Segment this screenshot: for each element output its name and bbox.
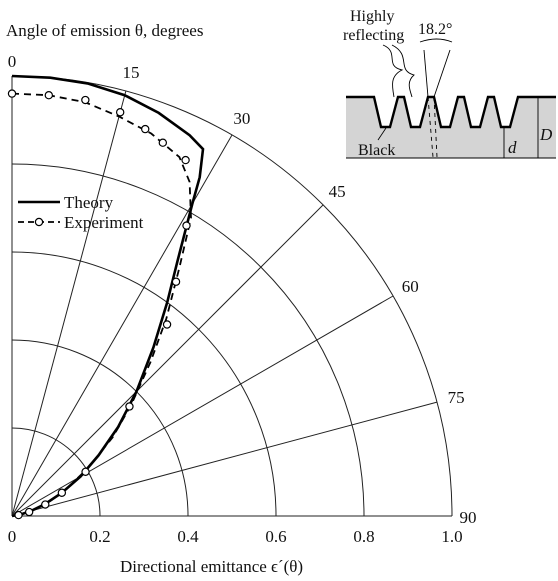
inset-angle-label: 18.2° (418, 21, 452, 38)
experiment-data-point (182, 221, 191, 230)
legend-experiment-marker (34, 217, 44, 227)
inset-angle-ray-left (423, 49, 429, 98)
series-line-experiment (11, 92, 192, 517)
inset-highly-label: Highly (350, 8, 394, 25)
legend: Theory Experiment (18, 193, 144, 232)
inset-D-label: D (539, 125, 553, 144)
inset-d-label: d (508, 138, 517, 157)
experiment-data-point (24, 507, 34, 517)
experiment-data-point (44, 91, 54, 100)
groove-inset: Highly reflecting 18.2° Black d D (343, 8, 556, 159)
experiment-data-point (57, 488, 67, 497)
angle-tick-label: 30 (233, 109, 250, 128)
angle-tick-label: 15 (123, 63, 140, 82)
inset-reflecting-label: reflecting (343, 27, 404, 44)
x-axis-label: Directional emittance ϵ´(θ) (120, 557, 303, 576)
inset-groove-profile (346, 95, 556, 129)
legend-experiment-label: Experiment (64, 213, 144, 232)
grid-spoke-4 (11, 295, 394, 517)
legend-theory-label: Theory (64, 193, 114, 212)
series-line-theory (11, 74, 205, 518)
grid-spoke-2 (11, 134, 233, 517)
inset-angle-ray-right (433, 49, 451, 98)
polar-grid: 0 0.2 0.4 0.6 0.8 1.0 0 15 30 45 60 75 90 (8, 52, 477, 546)
experiment-data-point (81, 95, 90, 105)
experiment-data-point (181, 155, 190, 165)
inset-black-pointer (377, 127, 387, 141)
inset-dashed-left (427, 96, 434, 158)
radial-tick-label: 1.0 (441, 527, 462, 546)
experiment-data-point (14, 510, 23, 520)
inset-angle-arc (419, 38, 453, 43)
experiment-data-point (158, 138, 168, 147)
experiment-data-point (81, 467, 90, 477)
inset-black-label: Black (358, 142, 395, 159)
angle-tick-label: 75 (448, 388, 465, 407)
angle-tick-label: 60 (402, 277, 419, 296)
experiment-data-point (7, 89, 17, 98)
experiment-data-point (41, 500, 50, 509)
grid-spoke-3 (11, 204, 324, 517)
radial-tick-label: 0.4 (177, 527, 199, 546)
radial-tick-label: 0 (8, 527, 17, 546)
angle-tick-label: 45 (329, 182, 346, 201)
experiment-data-point (171, 277, 181, 286)
angle-tick-label: 0 (8, 52, 17, 71)
radial-tick-label: 0.8 (353, 527, 374, 546)
chart-title: Angle of emission θ, degrees (6, 21, 203, 40)
data-series (7, 74, 205, 520)
experiment-data-point (141, 124, 150, 134)
radial-tick-label: 0.2 (89, 527, 110, 546)
inset-wavy-arrow-1 (382, 44, 404, 98)
grid-spoke-1 (11, 90, 127, 517)
experiment-data-point (162, 320, 172, 329)
radial-tick-label: 0.6 (265, 527, 286, 546)
angle-tick-label: 90 (460, 508, 477, 527)
experiment-data-point (115, 108, 125, 117)
grid-spoke-5 (11, 401, 438, 517)
experiment-data-point (125, 402, 134, 411)
inset-dashed-right (433, 96, 438, 158)
inset-wavy-arrow-2 (391, 44, 415, 98)
